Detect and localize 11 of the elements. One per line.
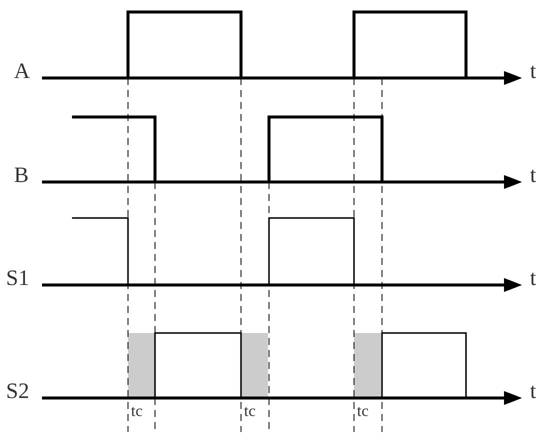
signal-label: S2 bbox=[6, 380, 30, 402]
signal-label: S1 bbox=[6, 267, 30, 289]
interval-label: tc bbox=[357, 404, 369, 420]
axis-label: t bbox=[530, 267, 536, 289]
interval-label: tc bbox=[244, 404, 256, 420]
signal-label: B bbox=[14, 164, 29, 186]
axis-label: t bbox=[530, 380, 536, 402]
axis-label: t bbox=[530, 164, 536, 186]
axis-label: t bbox=[530, 60, 536, 82]
interval-label: tc bbox=[131, 404, 143, 420]
signal-label: A bbox=[14, 60, 30, 82]
